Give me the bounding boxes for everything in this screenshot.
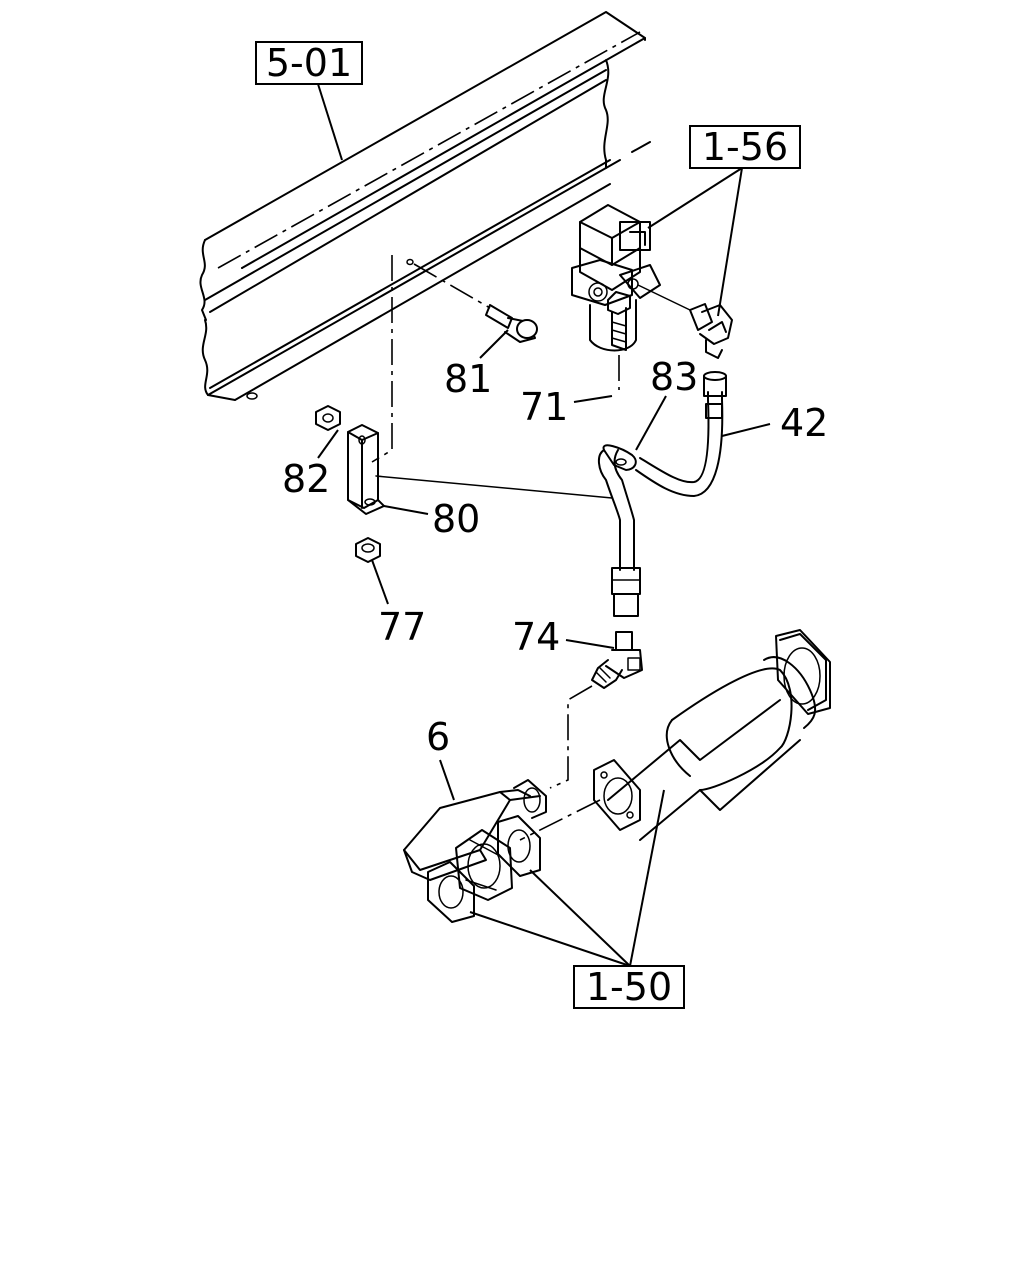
ref-label-5-01: 5-01 [266,41,352,85]
leader-lines [317,83,771,967]
ref-label-1-50: 1-50 [586,965,672,1009]
ref-box-1-56: 1-56 [689,125,801,169]
exhaust-brake-6 [403,779,547,923]
bracket-80 [347,424,613,515]
pipe-42 [598,371,727,617]
nut-82 [315,405,341,431]
part-label-81: 81 [444,357,492,401]
bolt-71 [607,291,631,390]
part-label-42: 42 [780,401,828,445]
part-label-82: 82 [282,457,330,501]
elbow-74 [549,631,643,789]
exhaust-pipe [519,629,831,841]
part-label-6: 6 [426,715,450,759]
solenoid-valve [571,204,733,359]
bolt-81 [406,258,538,343]
part-label-80: 80 [432,497,480,541]
nut-77 [355,537,381,563]
part-label-77: 77 [378,605,426,649]
ref-label-1-56: 1-56 [702,125,788,169]
part-label-71: 71 [520,385,568,429]
ref-box-1-50: 1-50 [573,965,685,1009]
part-label-74: 74 [512,615,560,659]
frame-rail [199,11,651,401]
part-label-83: 83 [650,355,698,399]
ref-box-5-01: 5-01 [255,41,363,85]
clip-83 [602,444,637,471]
